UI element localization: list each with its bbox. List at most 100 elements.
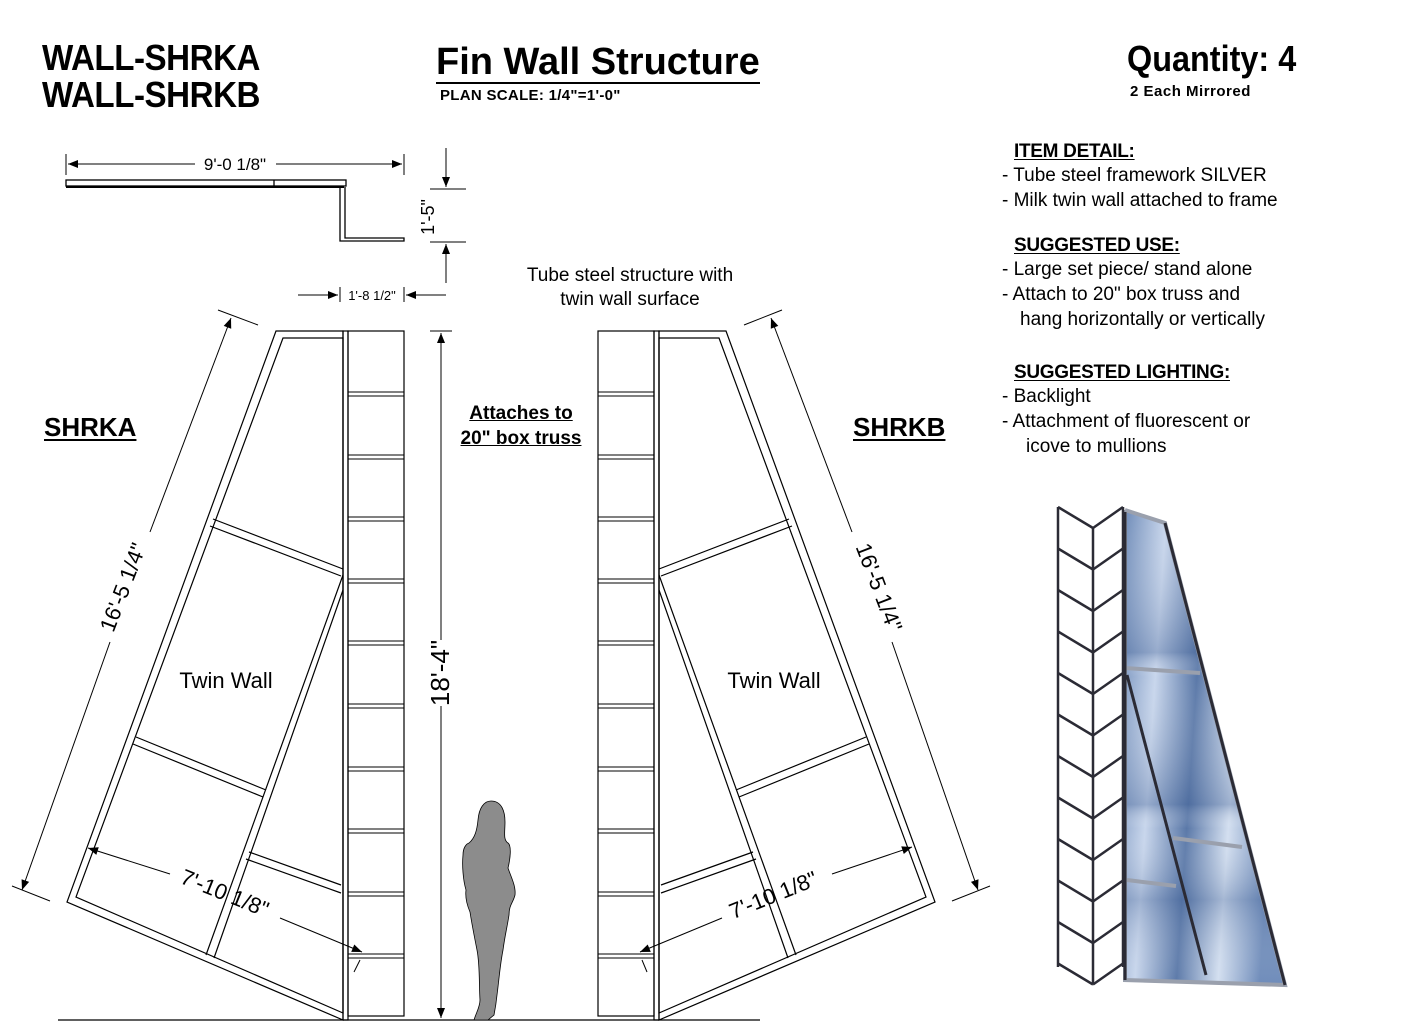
page-title: Fin Wall Structure (436, 41, 760, 84)
height-dimension (430, 330, 452, 1018)
truss-chevron (1057, 588, 1094, 613)
item-detail-line: - Milk twin wall attached to frame (1002, 190, 1278, 211)
quantity: Quantity: 4 (1127, 38, 1297, 79)
shrka-truss-rungs (348, 391, 404, 959)
dim-extension (743, 309, 783, 326)
rendering-glass-shade (1125, 510, 1285, 985)
quantity-note: 2 Each Mirrored (1130, 83, 1251, 100)
shrkb-label: SHRKB (853, 412, 946, 442)
shrkb-bottom-dimension (639, 846, 913, 973)
item-detail-line: - Tube steel framework SILVER (1002, 165, 1267, 186)
dim-line (831, 846, 913, 875)
dim-line (149, 317, 232, 533)
truss-chevron (1057, 713, 1094, 737)
shrka-mullion (245, 858, 342, 894)
truss-chevron (1057, 879, 1094, 903)
shrkb-mullion (660, 858, 757, 894)
truss-chevron (1092, 630, 1124, 654)
shrka-truss (347, 330, 405, 1017)
shrkb-mullion (738, 743, 870, 798)
shrkb-diagonal (658, 574, 797, 956)
suggested-use-section: SUGGESTED USE: - Large set piece/ stand … (1002, 235, 1392, 332)
suggested-lighting-line: - Attachment of fluorescent or (1002, 411, 1251, 432)
rendering-mullion (1126, 878, 1177, 888)
suggested-lighting-section: SUGGESTED LIGHTING: - Backlight - Attach… (1002, 362, 1392, 459)
shrkb-diag-dimension (743, 309, 991, 902)
dim-line (21, 641, 111, 891)
truss-chevron (1092, 879, 1124, 903)
structure-note-line: twin wall surface (560, 289, 700, 310)
truss-chevron (1092, 505, 1124, 530)
truss-chevron (1057, 920, 1094, 945)
shrka-mullion (209, 525, 342, 577)
item-code-b: WALL-SHRKB (42, 74, 261, 115)
structure-note-line: Tube steel structure with (526, 265, 734, 286)
shrka-label: SHRKA (44, 412, 137, 442)
rendering-truss (1056, 505, 1125, 986)
shrka-post (342, 330, 349, 1021)
attach-note-line: Attaches to (469, 403, 573, 424)
dim-extension (11, 885, 51, 902)
detail-panel: ITEM DETAIL: - Tube steel framework SILV… (1002, 141, 1392, 481)
truss-chevron (1092, 962, 1124, 986)
item-code-a: WALL-SHRKA (42, 37, 261, 78)
item-detail-heading: ITEM DETAIL: (1014, 141, 1135, 162)
suggested-lighting-line: icove to mullions (1026, 436, 1167, 457)
plan-width-dim: 9'-0 1/8" (204, 155, 266, 174)
plan-return (339, 187, 405, 242)
truss-chevron (1092, 920, 1124, 945)
dim-line (639, 917, 723, 953)
shrkb-mullion (660, 525, 793, 577)
shrka-diag-dim: 16'-5 1/4" (95, 540, 152, 636)
dim-tick (353, 959, 361, 973)
truss-chevron (1057, 547, 1094, 571)
dim-line (87, 847, 171, 875)
height-dim: 18'-4" (425, 640, 455, 706)
truss-chevron (1092, 713, 1124, 737)
shrka-diagonal (205, 574, 344, 956)
dim-line (770, 317, 853, 533)
shrkb-truss-rungs (598, 391, 654, 959)
truss-chevron (1092, 837, 1124, 862)
truss-chevron (1092, 588, 1124, 613)
suggested-use-line: - Large set piece/ stand alone (1002, 259, 1253, 280)
shrkb-panel-label: Twin Wall (727, 668, 820, 693)
truss-chevron (1057, 962, 1094, 986)
suggested-use-line: - Attach to 20" box truss and (1002, 284, 1241, 305)
fin-wall-rendering (1056, 505, 1288, 988)
dim-line (891, 641, 979, 891)
rendering-mullion (1124, 666, 1201, 675)
shrka-mullion (248, 851, 342, 886)
truss-chevron (1057, 837, 1094, 862)
suggested-use-heading: SUGGESTED USE: (1014, 235, 1180, 256)
truss-chevron (1092, 796, 1124, 820)
shrka-mullion (132, 743, 264, 798)
plan-return-dim: 1'-8 1/2" (348, 288, 396, 303)
truss-chevron (1057, 505, 1094, 530)
attach-note: Attaches to 20" box truss (448, 401, 594, 451)
truss-chevron (1057, 630, 1094, 654)
shrka-bottom-dimension (87, 847, 363, 973)
truss-chevron (1092, 671, 1124, 696)
shrka-elevation (66, 330, 405, 1021)
rendering-diagonal (1125, 674, 1208, 976)
plan-view (65, 148, 466, 302)
item-detail-section: ITEM DETAIL: - Tube steel framework SILV… (1002, 141, 1392, 213)
shrkb-elevation (597, 330, 936, 1021)
shrkb-truss (597, 330, 655, 1017)
plan-depth-dim: 1'-5" (418, 199, 438, 235)
shrkb-diag-dim: 16'-5 1/4" (851, 540, 908, 636)
rendering-frame-edge (1163, 522, 1287, 986)
truss-chevron (1057, 796, 1094, 820)
dim-extension (217, 309, 259, 326)
shrkb-post (653, 330, 660, 1021)
shrka-mullion (135, 736, 267, 791)
plan-scale: PLAN SCALE: 1/4"=1'-0" (440, 87, 621, 104)
plan-wall-face (65, 179, 347, 187)
shrkb-mullion (660, 851, 754, 886)
suggested-use-line: hang horizontally or vertically (1020, 309, 1266, 330)
shrka-mullion (212, 518, 344, 570)
truss-chevron (1092, 754, 1124, 779)
dim-line (279, 917, 363, 953)
